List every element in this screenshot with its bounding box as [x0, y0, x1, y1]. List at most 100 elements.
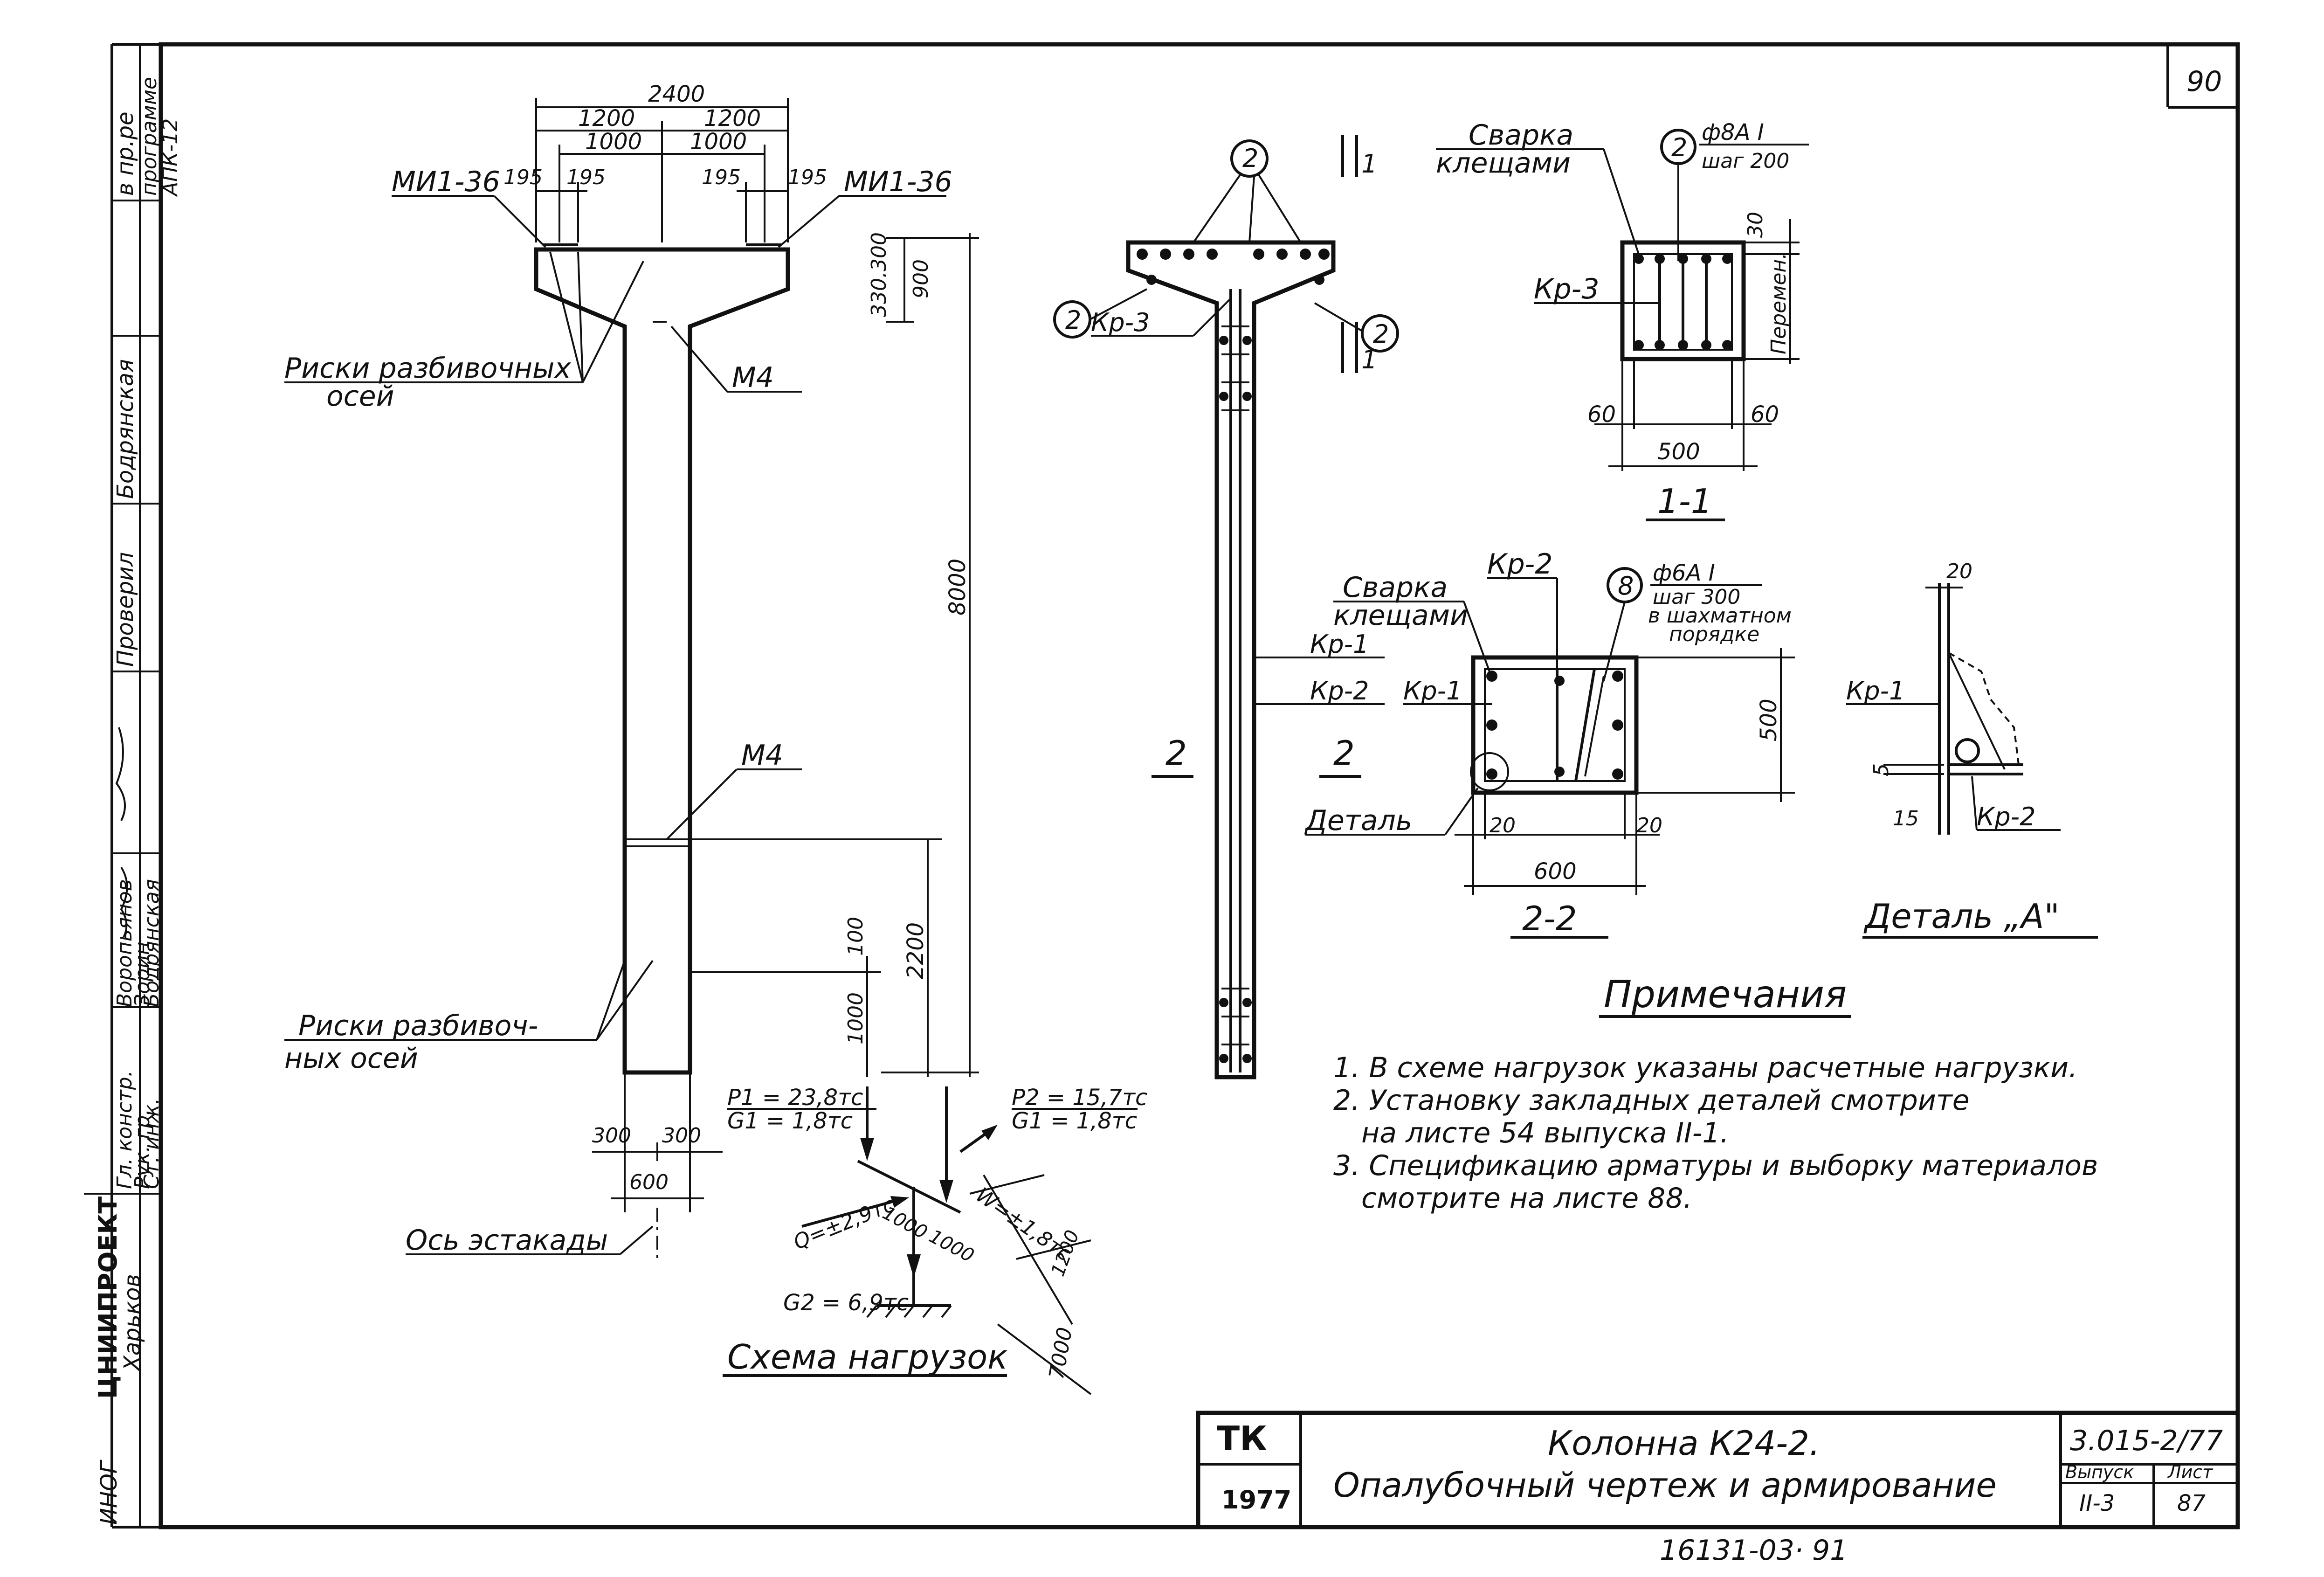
dim-195-a: 195	[503, 166, 543, 189]
stamp-name-top: Бодрянская	[112, 359, 138, 499]
stamp-signature-2	[120, 866, 128, 938]
detailA-title: Деталь „А"	[1863, 897, 2060, 936]
reinf-section-2b: 2	[1333, 733, 1355, 773]
reinf-section-1a: 1	[1361, 149, 1377, 179]
stamp-checked: Проверил	[112, 552, 138, 667]
sec11-title: 1-1	[1657, 482, 1712, 521]
label-axes-marks-top-2: осей	[326, 380, 394, 413]
tb-series: 3.015-2/77	[2070, 1425, 2223, 1457]
load-p2: P2 = 15,7тс	[1012, 1085, 1147, 1111]
load-scheme: P1 = 23,8тс G1 = 1,8тс P2 = 15,7тс G1 = …	[723, 1085, 1147, 1395]
tb-sheet-value: 87	[2177, 1490, 2206, 1516]
reinf-pos-right: 2	[1373, 319, 1389, 349]
label-axes-marks-bot-2: ных осей	[284, 1042, 418, 1075]
sec22-stagger-2: порядке	[1669, 622, 1759, 646]
reinforcement-view: 2 2 2 Кр-3 1 1 2 2 Кр-1 Кр-2	[1053, 135, 1399, 1079]
detailA-dim-20: 20	[1946, 560, 1972, 583]
sec11-weld-2: клещами	[1436, 147, 1571, 180]
sec22-dim-600: 600	[1534, 858, 1577, 885]
sec22-pos: 8	[1618, 571, 1634, 601]
dim-195-c: 195	[702, 166, 741, 189]
bottom-note: 16131-03· 91	[1660, 1534, 1848, 1567]
tb-issue-label: Выпуск	[2065, 1462, 2134, 1482]
tb-title-2: Опалубочный чертеж и армирование	[1333, 1466, 1997, 1505]
dim-600: 600	[629, 1170, 669, 1194]
detail-a: 20 Кр-1 5 15 Кр-2 Деталь „А"	[1846, 560, 2098, 939]
page-number: 90	[2186, 65, 2222, 98]
load-dim-7000: 7000	[1045, 1326, 1077, 1381]
dim-330-300: 330.300	[867, 232, 891, 317]
stamp-role-2: Рук. гр.	[131, 1109, 154, 1189]
reinf-section-1b: 1	[1361, 345, 1377, 374]
stamp-org-2: Харьков	[119, 1274, 145, 1372]
tb-year: 1977	[1221, 1485, 1291, 1515]
sec11-dim-60-left: 60	[1587, 401, 1616, 428]
load-dim-1000a: 1000	[879, 1202, 931, 1243]
sec11-variable: Перемен.	[1767, 253, 1791, 354]
stamp-name-2: Зорин	[131, 942, 154, 1007]
note-1: 1. В схеме нагрузок указаны расчетные на…	[1333, 1051, 2077, 1084]
dim-1000-right: 1000	[690, 129, 747, 155]
sec11-dim-500: 500	[1657, 439, 1700, 465]
sheet-frame: 90	[159, 42, 2240, 1529]
detailA-kp2: Кр-2	[1977, 802, 2035, 831]
note-2b: на листе 54 выпуска II-1.	[1361, 1117, 1729, 1149]
stamp-org-1: ЦНИИПРОЕКТ	[93, 1197, 123, 1399]
dim-2400: 2400	[648, 81, 705, 107]
stamp-signature-1	[115, 727, 126, 821]
stamp-role-3: Ст. инж.	[140, 1098, 164, 1189]
mark-mi1-36-left: МИ1-36	[392, 166, 500, 198]
dim-1200-right: 1200	[704, 105, 761, 131]
tb-title-1: Колонна К24-2.	[1548, 1424, 1820, 1463]
note-3b: смотрите на листе 88.	[1361, 1182, 1692, 1215]
sec11-kp3: Кр-3	[1534, 273, 1600, 305]
stamp-role-1: Гл. констр.	[113, 1070, 137, 1189]
label-overpass-axis: Ось эстакады	[406, 1224, 608, 1257]
stamp-program-1: программе	[138, 77, 161, 196]
load-g2: G2 = 6,9тс	[783, 1290, 909, 1316]
dim-1000-left: 1000	[585, 129, 642, 155]
dim-195-d: 195	[788, 166, 827, 189]
dim-8000: 8000	[945, 559, 971, 616]
notes-title: Примечания	[1604, 973, 1847, 1016]
sec22-kp1: Кр-1	[1403, 676, 1462, 706]
dim-1200-left: 1200	[578, 105, 635, 131]
sec22-step: шаг 300	[1653, 585, 1740, 609]
sec11-step: шаг 200	[1702, 149, 1789, 173]
stamp-program-2: АПК-12	[159, 118, 182, 197]
sec22-weld-1: Сварка	[1343, 571, 1448, 604]
sec22-dim-20-right: 20	[1636, 814, 1662, 837]
side-stamp: в пр.ре программе АПК-12 Бодрянская Пров…	[84, 43, 182, 1529]
column-elevation: 2400 1200 1200 1000 1000 195 195 195 195…	[284, 81, 979, 1259]
sec22-dim-20-left: 20	[1490, 814, 1516, 837]
dim-1000: 1000	[844, 992, 868, 1044]
sec22-bar-spec: ф6А I	[1653, 560, 1715, 586]
reinf-pos-top: 2	[1242, 144, 1258, 173]
stamp-name-3: Бодрянская	[140, 879, 164, 1007]
section-2-2: Сварка клещами Кр-2 8 ф6А I шаг 300 в ша…	[1304, 548, 1795, 939]
dim-300-right: 300	[662, 1124, 701, 1148]
dim-195-b: 195	[566, 166, 606, 189]
dim-300-left: 300	[592, 1124, 631, 1148]
sec11-dim-60-right: 60	[1751, 401, 1779, 428]
sec22-detail-label: Деталь	[1304, 804, 1412, 837]
mark-mi1-36-right: МИ1-36	[844, 166, 952, 198]
tb-logo: ТК	[1217, 1419, 1267, 1458]
reinf-pos-left: 2	[1065, 305, 1081, 335]
reinf-kp3: Кр-3	[1091, 308, 1150, 337]
sec11-weld-1: Сварка	[1469, 119, 1573, 152]
detailA-dim-15: 15	[1893, 807, 1919, 830]
note-2: 2. Установку закладных деталей смотрите	[1333, 1084, 1970, 1117]
tb-sheet-label: Лист	[2167, 1462, 2214, 1482]
load-scheme-title: Схема нагрузок	[727, 1337, 1008, 1376]
sec11-pos: 2	[1671, 133, 1687, 162]
reinf-kp2: Кр-2	[1310, 676, 1369, 706]
label-axes-marks-bot-1: Риски разбивоч-	[298, 1010, 538, 1042]
dim-2200: 2200	[903, 922, 929, 979]
notes: Примечания 1. В схеме нагрузок указаны р…	[1333, 973, 2098, 1215]
load-q: Q=±2,9тс	[790, 1192, 898, 1254]
sec11-bar-spec: ф8А I	[1702, 119, 1764, 145]
reinf-section-2a: 2	[1165, 733, 1187, 773]
load-g1-left: G1 = 1,8тс	[727, 1108, 853, 1134]
